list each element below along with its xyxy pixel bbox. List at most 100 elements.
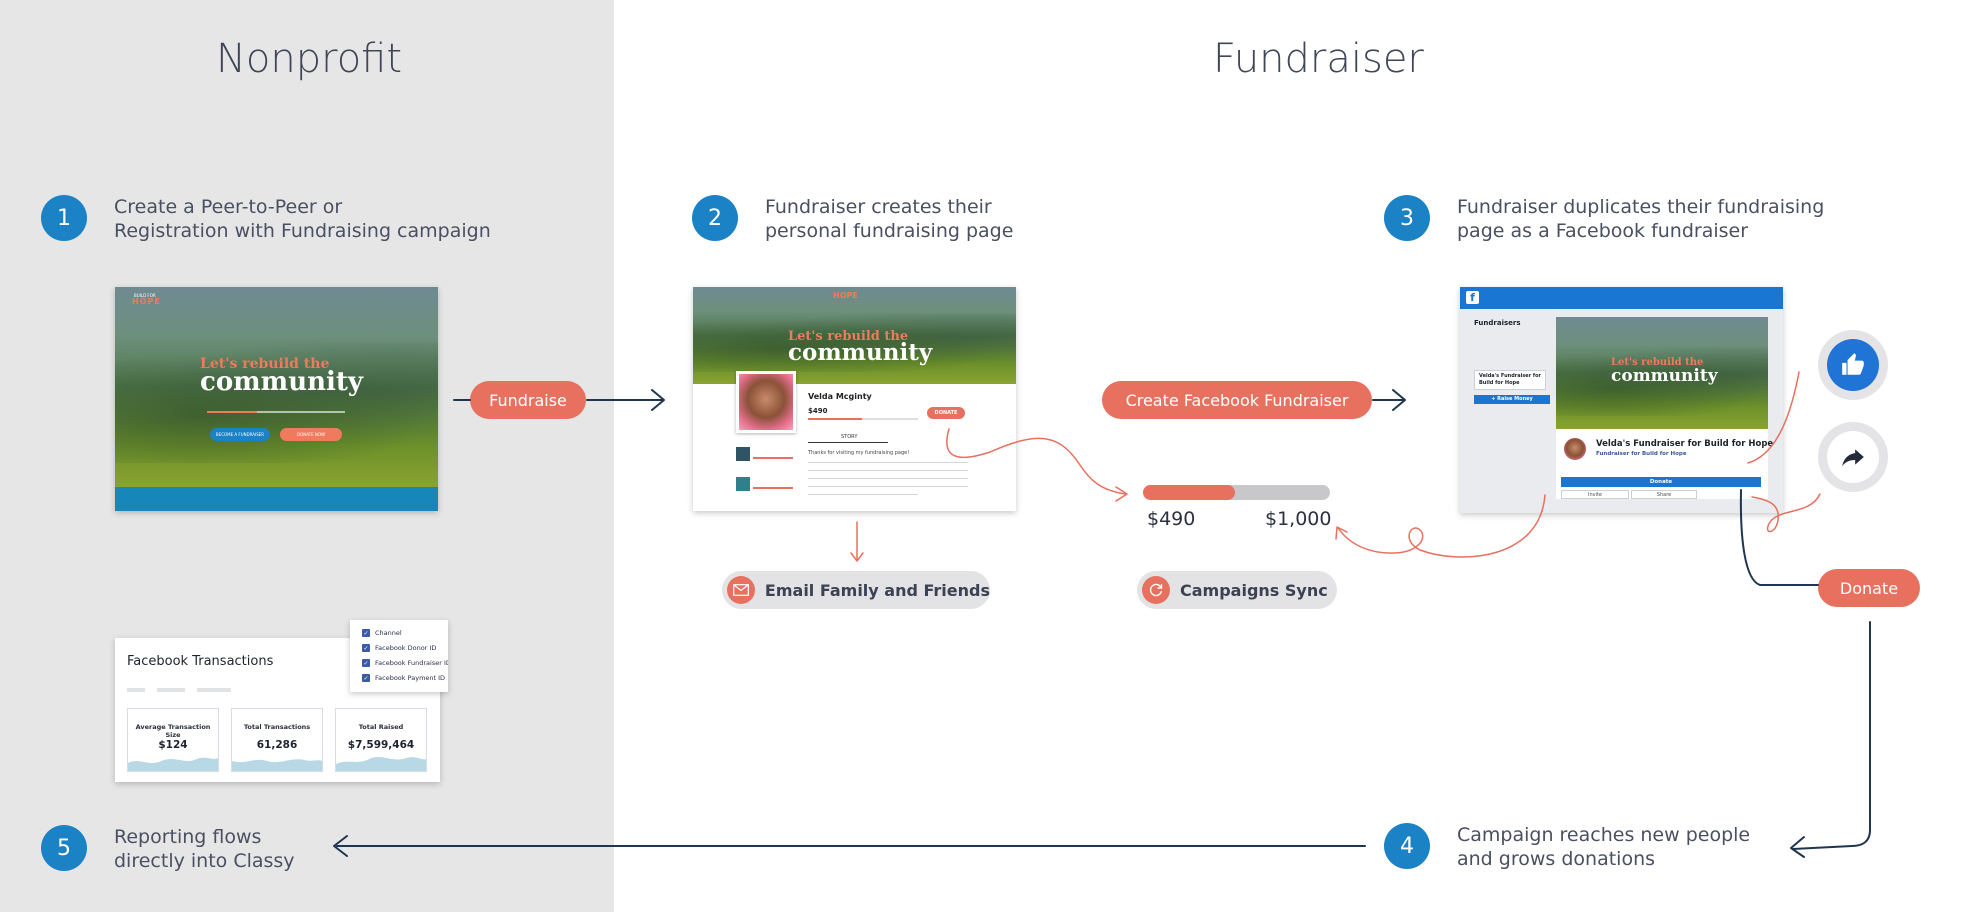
facebook-header-bar bbox=[1460, 287, 1783, 309]
facebook-side-card[interactable]: Velda's Fundraiser for Build for Hope bbox=[1474, 370, 1546, 390]
kpi-sparkline bbox=[128, 757, 218, 771]
step-4-line1: Campaign reaches new people bbox=[1457, 824, 1751, 846]
raise-money-button[interactable]: + Raise Money bbox=[1474, 395, 1550, 404]
facebook-nav-fundraisers[interactable]: Fundraisers bbox=[1474, 319, 1521, 327]
kpi-sparkline bbox=[336, 757, 426, 771]
progress-fill bbox=[1143, 485, 1235, 500]
facebook-headline-line2: community bbox=[1611, 366, 1718, 386]
checkbox-icon[interactable]: ✓ bbox=[362, 644, 370, 652]
filter-label: Facebook Fundraiser ID bbox=[375, 659, 448, 667]
campaigns-sync-status: Campaigns Sync bbox=[1137, 571, 1337, 609]
kpi-label: Total Raised bbox=[358, 723, 404, 731]
connector-line bbox=[1792, 621, 1871, 850]
filter-label: Facebook Payment ID bbox=[375, 674, 446, 682]
step-1-line2: Registration with Fundraising campaign bbox=[114, 220, 491, 242]
step-2-line1: Fundraiser creates their bbox=[765, 196, 992, 218]
facebook-fundraiser-title: Velda's Fundraiser for Build for Hope bbox=[1596, 439, 1774, 449]
fundraiser-avatar bbox=[736, 371, 796, 433]
story-tab-underline bbox=[808, 442, 888, 443]
text-line bbox=[808, 478, 968, 479]
hope-logo: HOPE bbox=[132, 297, 161, 306]
connector-curve bbox=[1337, 494, 1546, 558]
filter-label: Facebook Donor ID bbox=[375, 644, 437, 652]
team-thumbnail bbox=[736, 447, 750, 461]
hero-progress-fill bbox=[207, 411, 257, 413]
step-1-text: Create a Peer-to-Peer or Registration wi… bbox=[114, 195, 491, 243]
facebook-donate-button[interactable]: Donate bbox=[1561, 477, 1761, 487]
progress-raised: $490 bbox=[1147, 508, 1196, 530]
kpi-label: Total Transactions bbox=[243, 723, 311, 731]
checkbox-icon[interactable]: ✓ bbox=[362, 674, 370, 682]
text-line bbox=[808, 486, 968, 487]
progress-goal: $1,000 bbox=[1265, 508, 1332, 530]
filter-payment-id[interactable]: ✓ Facebook Payment ID bbox=[362, 674, 445, 682]
step-2-line2: personal fundraising page bbox=[765, 220, 1014, 242]
fundraiser-raised: $490 bbox=[808, 407, 828, 415]
step-3-text: Fundraiser duplicates their fundraising … bbox=[1457, 195, 1824, 243]
filter-label: Channel bbox=[375, 629, 402, 637]
facebook-invite-button[interactable]: Invite bbox=[1561, 490, 1629, 499]
facebook-logo-icon: f bbox=[1466, 291, 1479, 304]
hero-headline-line2: community bbox=[200, 367, 363, 397]
donate-now-button[interactable]: DONATE NOW bbox=[280, 428, 342, 441]
checkbox-icon[interactable]: ✓ bbox=[362, 659, 370, 667]
arrowhead bbox=[333, 835, 348, 857]
step-5-line2: directly into Classy bbox=[114, 850, 295, 872]
email-action-label: Email Family and Friends bbox=[764, 580, 990, 600]
fundraiser-message: Thanks for visiting my fundraising page! bbox=[808, 450, 910, 456]
checkbox-icon[interactable]: ✓ bbox=[362, 629, 370, 637]
fundraiser-progress-track bbox=[808, 418, 918, 420]
filter-donor-id[interactable]: ✓ Facebook Donor ID bbox=[362, 644, 436, 652]
step-1-number: 1 bbox=[41, 195, 87, 241]
report-tab-placeholder bbox=[157, 688, 185, 692]
step-3-line1: Fundraiser duplicates their fundraising bbox=[1457, 196, 1825, 218]
report-title: Facebook Transactions bbox=[127, 654, 274, 669]
kpi-value: 61,286 bbox=[256, 739, 298, 751]
fundraising-hero-image bbox=[693, 287, 1016, 384]
fundraiser-donate-button[interactable]: DONATE bbox=[927, 407, 965, 419]
filter-channel[interactable]: ✓ Channel bbox=[362, 629, 402, 637]
fundraiser-progress-fill bbox=[808, 418, 862, 420]
step-4-number: 4 bbox=[1384, 823, 1430, 869]
story-tab[interactable]: STORY bbox=[841, 434, 858, 440]
fundraising-headline-line2: community bbox=[788, 339, 933, 366]
kpi-value: $124 bbox=[158, 739, 188, 751]
fundraiser-title: Fundraiser bbox=[1213, 36, 1424, 82]
progress-track bbox=[1143, 485, 1330, 500]
campaign-hero-image bbox=[115, 287, 438, 487]
hope-logo-small: HOPE bbox=[833, 291, 858, 300]
donate-now-label: DONATE NOW bbox=[297, 432, 325, 437]
hero-headline-line1: Let's rebuild the bbox=[200, 356, 330, 372]
fundraiser-name: Velda Mcginty bbox=[808, 392, 872, 401]
create-facebook-fundraiser-button[interactable]: Create Facebook Fundraiser bbox=[1102, 381, 1372, 419]
sync-action-label: Campaigns Sync bbox=[1180, 580, 1328, 600]
sync-icon bbox=[1142, 576, 1170, 604]
fundraiser-donate-label: DONATE bbox=[934, 410, 958, 416]
facebook-fundraiser-subtitle: Fundraiser for Build for Hope bbox=[1596, 451, 1687, 457]
step-5-text: Reporting flows directly into Classy bbox=[114, 825, 295, 873]
connector-curve bbox=[1747, 371, 1800, 464]
step-4-line2: and grows donations bbox=[1457, 848, 1656, 870]
become-fundraiser-button[interactable]: BECOME A FUNDRAISER bbox=[210, 428, 270, 441]
fundraise-button[interactable]: Fundraise bbox=[470, 381, 586, 419]
kpi-label: Average Transaction Size bbox=[135, 723, 211, 739]
text-line bbox=[808, 470, 968, 471]
hope-logo-top: BUILD FOR bbox=[134, 293, 156, 298]
donate-button[interactable]: Donate bbox=[1818, 569, 1920, 607]
step-5-line1: Reporting flows bbox=[114, 826, 262, 848]
arrowhead bbox=[1790, 836, 1805, 858]
kpi-sparkline bbox=[232, 759, 322, 771]
fundraising-page-screenshot: HOPE Let's rebuild the community Velda M… bbox=[693, 287, 1016, 511]
arrowhead bbox=[1392, 389, 1406, 411]
become-fundraiser-label: BECOME A FUNDRAISER bbox=[215, 432, 265, 437]
filter-fundraiser-id[interactable]: ✓ Facebook Fundraiser ID bbox=[362, 659, 448, 667]
text-line bbox=[808, 462, 968, 463]
arrowhead bbox=[1335, 526, 1348, 540]
campaign-footer-band bbox=[115, 487, 438, 511]
facebook-share-button[interactable]: Share bbox=[1631, 490, 1697, 499]
kpi-total-raised: Total Raised $7,599,464 bbox=[335, 708, 427, 772]
text-line bbox=[808, 494, 918, 495]
email-family-friends-action[interactable]: Email Family and Friends bbox=[722, 571, 990, 609]
report-tab-placeholder bbox=[127, 688, 145, 692]
